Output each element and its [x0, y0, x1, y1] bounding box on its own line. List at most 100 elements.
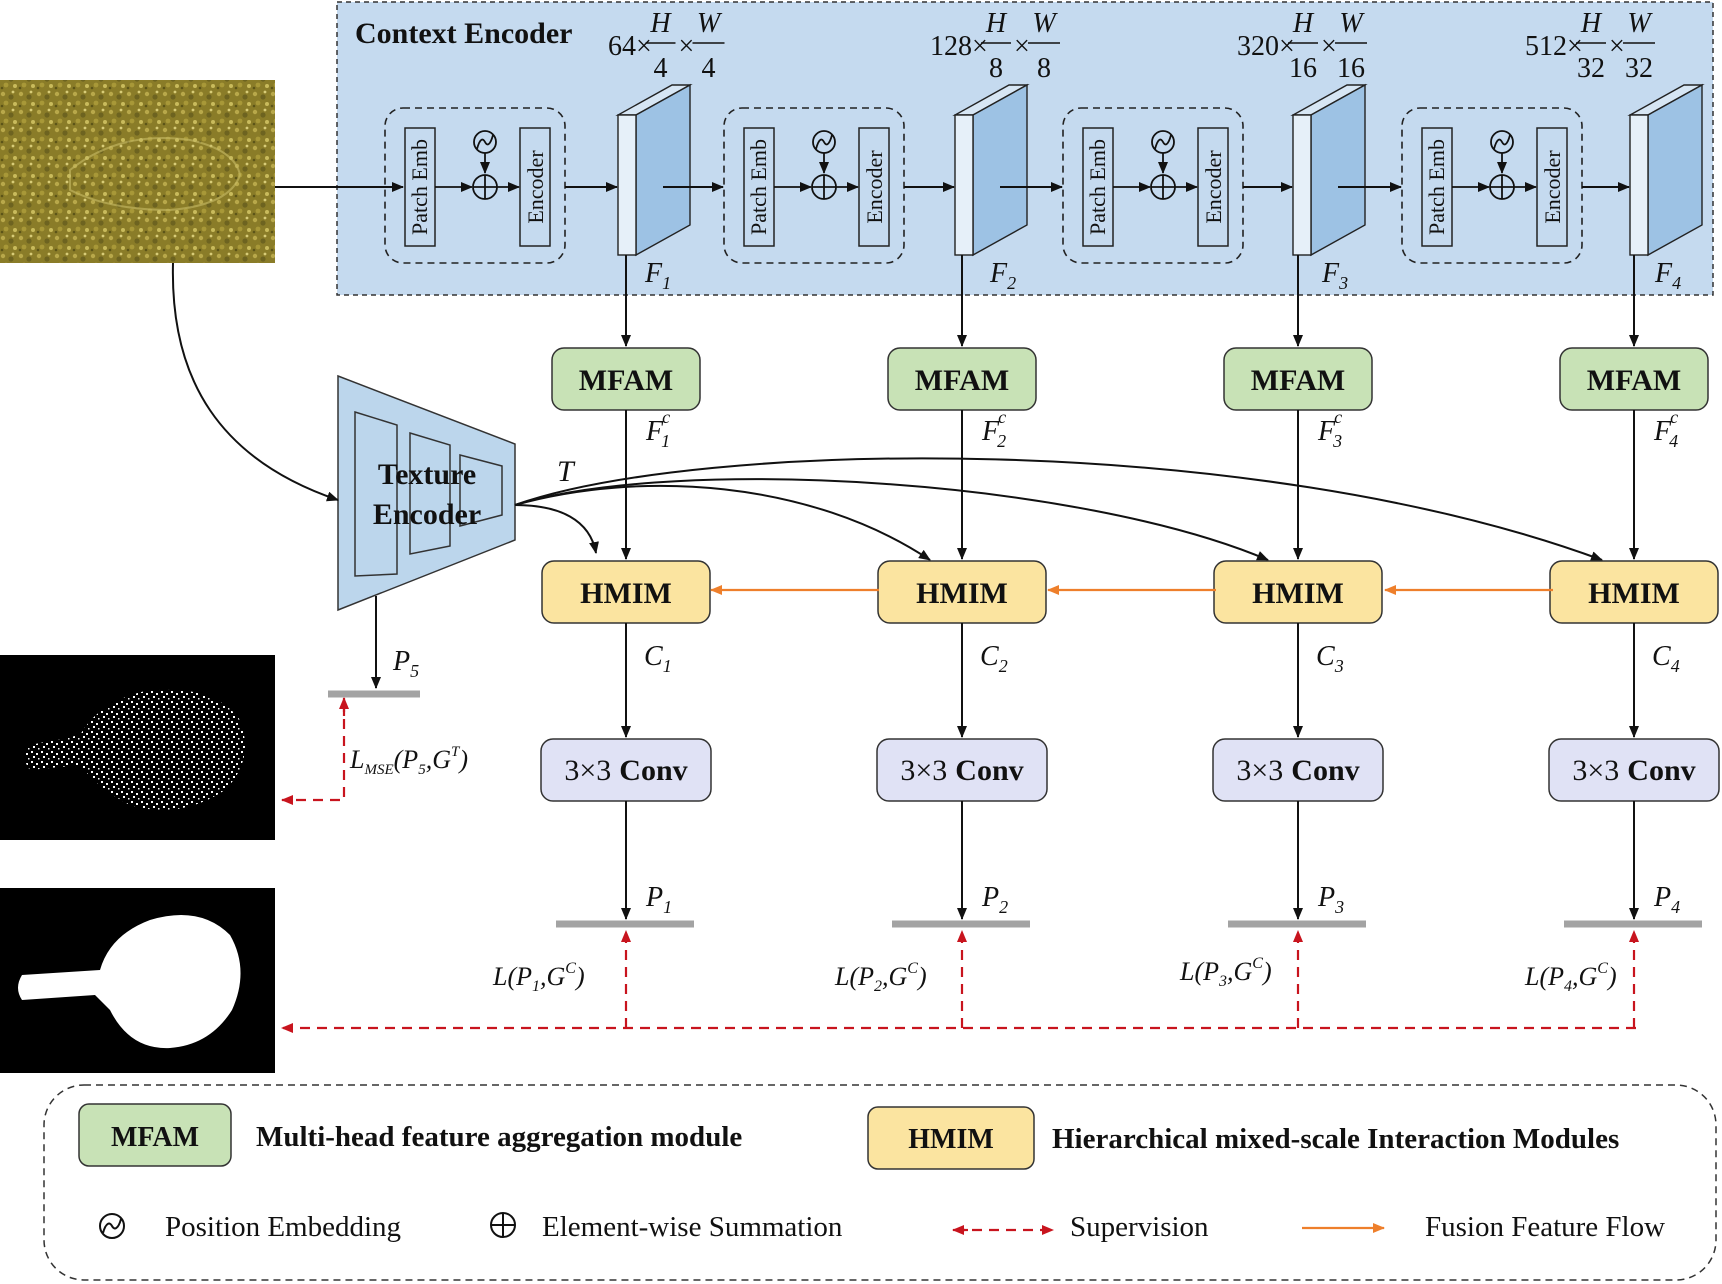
svg-text:32: 32 [1577, 53, 1605, 84]
svg-text:W: W [1032, 8, 1058, 39]
patch-emb-box [1082, 127, 1114, 247]
encoder-label: Encoder [862, 150, 887, 224]
encoder-box [1197, 127, 1229, 247]
svg-text:32: 32 [1625, 53, 1653, 84]
texture-encoder-label-line1: Texture [378, 458, 476, 491]
loss-label: L(P4,GC) [1524, 960, 1617, 995]
c-label: C2 [980, 641, 1008, 676]
feature-label: F4 [1654, 258, 1681, 293]
hmim-label: HMIM [580, 577, 672, 610]
svg-text:×: × [1321, 31, 1337, 62]
p-label: P2 [981, 882, 1008, 917]
stage-dimension-label: 512×H 32×W 32 [1525, 8, 1655, 84]
feature-label: F1 [644, 258, 671, 293]
stage-dimension-label: 128×H8×W8 [930, 8, 1060, 84]
input-image [0, 80, 275, 263]
svg-text:W: W [697, 8, 723, 39]
svg-text:16: 16 [1337, 53, 1365, 84]
svg-text:H: H [649, 8, 672, 39]
c-label: C1 [644, 641, 672, 676]
svg-text:H: H [1292, 8, 1315, 39]
loss-label: L(P1,GC) [492, 960, 585, 995]
feature-map-2 [952, 83, 1030, 257]
patch-emb-box [743, 127, 775, 247]
element-wise-sum-icon [1150, 174, 1176, 200]
patch-emb-label: Patch Emb [746, 139, 771, 235]
texture-encoder-label-line2: Encoder [373, 498, 481, 531]
svg-text:H: H [1580, 8, 1603, 39]
svg-text:W: W [1627, 8, 1653, 39]
svg-text:8: 8 [989, 53, 1003, 84]
encoder-box [858, 127, 890, 247]
feature-map-1 [615, 83, 693, 257]
legend: MFAM Multi-head feature aggregation modu… [43, 1084, 1717, 1281]
mse-supervision-arrow [281, 702, 346, 805]
encoder-label: Encoder [1201, 150, 1226, 224]
svg-text:128×: 128× [930, 31, 988, 62]
stage-block [1401, 107, 1583, 264]
svg-text:4: 4 [654, 53, 668, 84]
fc-label: F3c [1317, 407, 1342, 451]
legend-mfam-box-label: MFAM [111, 1122, 199, 1153]
svg-text:320×: 320× [1237, 31, 1295, 62]
patch-emb-box [404, 127, 436, 247]
position-embedding-icon [99, 1213, 125, 1239]
stage-block [384, 107, 566, 264]
stage-block [723, 107, 905, 264]
legend-hmim-box-label: HMIM [908, 1124, 994, 1155]
feature-label: F3 [1321, 258, 1348, 293]
loss-label: L(P3,GC) [1179, 955, 1272, 990]
legend-hmim-desc: Hierarchical mixed-scale Interaction Mod… [1052, 1123, 1619, 1155]
p-label: P4 [1653, 882, 1680, 917]
stage-block [1062, 107, 1244, 264]
legend-mfam-desc: Multi-head feature aggregation module [256, 1121, 742, 1153]
patch-emb-box [1421, 127, 1453, 247]
hmim-label: HMIM [1588, 577, 1680, 610]
svg-text:W: W [1339, 8, 1365, 39]
mfam-label: MFAM [1587, 364, 1681, 397]
svg-text:×: × [1609, 31, 1625, 62]
fc-label: F4c [1653, 407, 1678, 451]
mfam-label: MFAM [579, 364, 673, 397]
feature-label: F2 [989, 258, 1016, 293]
legend-element-wise-summation: Element-wise Summation [542, 1211, 843, 1243]
element-wise-sum-icon [490, 1212, 516, 1238]
patch-emb-label: Patch Emb [407, 139, 432, 235]
p-label: P3 [1317, 882, 1344, 917]
fc-label: F2c [981, 407, 1006, 451]
patch-emb-label: Patch Emb [1424, 139, 1449, 235]
element-wise-sum-icon [811, 174, 837, 200]
mfam-label: MFAM [1251, 364, 1345, 397]
p5-label: P5 [392, 646, 419, 681]
hmim-label: HMIM [1252, 577, 1344, 610]
svg-text:512×: 512× [1525, 31, 1583, 62]
svg-text:H: H [985, 8, 1008, 39]
patch-emb-label: Patch Emb [1085, 139, 1110, 235]
svg-text:×: × [1014, 31, 1030, 62]
mfam-label: MFAM [915, 364, 1009, 397]
element-wise-sum-icon [472, 174, 498, 200]
svg-text:8: 8 [1037, 53, 1051, 84]
p-label: P1 [645, 882, 672, 917]
svg-text:64×: 64× [608, 31, 652, 62]
stage-dimension-label: 64×H4×W4 [608, 8, 725, 84]
svg-text:×: × [679, 31, 695, 62]
c-label: C4 [1652, 641, 1680, 676]
legend-fusion-feature-flow: Fusion Feature Flow [1425, 1211, 1665, 1243]
texture-encoder: Texture Encoder T [337, 374, 576, 612]
mse-loss-label: LMSE(P5,GT) [349, 744, 468, 778]
encoder-box [519, 127, 551, 247]
texture-feature-flows [514, 457, 1603, 561]
encoder-box [1536, 127, 1568, 247]
